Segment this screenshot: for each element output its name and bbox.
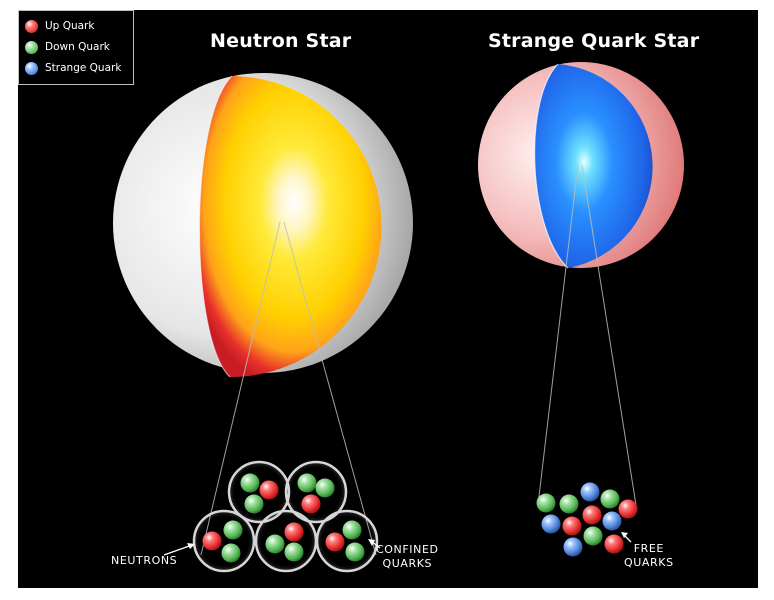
strange-star-title: Strange Quark Star: [488, 30, 700, 52]
neutron-star-cut-edge: [198, 75, 233, 378]
confined-quarks-label-line2: QUARKS: [382, 557, 433, 570]
free-quarks-label-line1: FREE: [633, 542, 664, 555]
up-quark: [582, 505, 602, 525]
up-quark: [618, 499, 638, 519]
up-quark: [284, 522, 304, 542]
down-quark: [536, 493, 556, 513]
strange-quark-swatch: [25, 61, 38, 75]
down-quark: [265, 534, 285, 554]
confined-quarks-label-line1: CONFINED: [376, 543, 439, 556]
neutron-star-title: Neutron Star: [210, 30, 352, 52]
strange-quark: [602, 511, 622, 531]
legend-item-strange-quark: Strange Quark: [25, 59, 121, 77]
neutrons-label: NEUTRONS: [111, 554, 178, 567]
down-quark: [244, 494, 264, 514]
legend-item-up-quark: Up Quark: [25, 17, 94, 35]
strange-star-interior: [534, 64, 653, 268]
up-quark: [301, 494, 321, 514]
strange-quark: [541, 514, 561, 534]
confined-quarks-pointer: [368, 539, 381, 549]
down-quark: [345, 542, 365, 562]
free-quarks-pointer: [621, 532, 632, 543]
legend: Up Quark Down Quark Strange Quark: [18, 10, 134, 85]
neutron-star-interior: [199, 76, 382, 378]
strange-quark: [563, 537, 583, 557]
neutrons-pointer: [163, 543, 195, 556]
free-quarks-label: FREE QUARKS: [624, 542, 674, 570]
up-quark: [604, 534, 624, 554]
legend-label: Strange Quark: [45, 62, 122, 74]
neutron-zoom-lines: [200, 221, 377, 556]
down-quark: [240, 473, 260, 493]
strange-quark: [580, 482, 600, 502]
neutron-star: [113, 73, 413, 378]
up-quark-swatch: [25, 19, 38, 33]
diagram-canvas: Up Quark Down Quark Strange Quark Neutro…: [18, 10, 758, 588]
diagram-artwork: [113, 62, 684, 573]
free-quark-cluster: [536, 482, 638, 557]
confined-quarks-label: CONFINED QUARKS: [376, 543, 439, 571]
down-quark: [297, 473, 317, 493]
up-quark: [325, 532, 345, 552]
down-quark: [559, 494, 579, 514]
legend-label: Up Quark: [45, 20, 95, 32]
strange-quark-star: [478, 62, 684, 269]
up-quark: [562, 516, 582, 536]
free-quarks-label-line2: QUARKS: [624, 556, 674, 569]
down-quark: [284, 542, 304, 562]
up-quark: [259, 480, 279, 500]
down-quark: [221, 543, 241, 563]
down-quark-swatch: [25, 40, 38, 54]
down-quark: [583, 526, 603, 546]
strange-zoom-lines: [537, 164, 637, 506]
neutron-cluster: [192, 460, 379, 573]
strange-star-cut-edge: [534, 63, 569, 269]
legend-item-down-quark: Down Quark: [25, 38, 110, 56]
neutron-shell: [254, 509, 318, 573]
up-quark: [202, 531, 222, 551]
down-quark: [600, 489, 620, 509]
down-quark: [342, 520, 362, 540]
down-quark: [223, 520, 243, 540]
legend-label: Down Quark: [45, 41, 110, 53]
down-quark: [315, 478, 335, 498]
